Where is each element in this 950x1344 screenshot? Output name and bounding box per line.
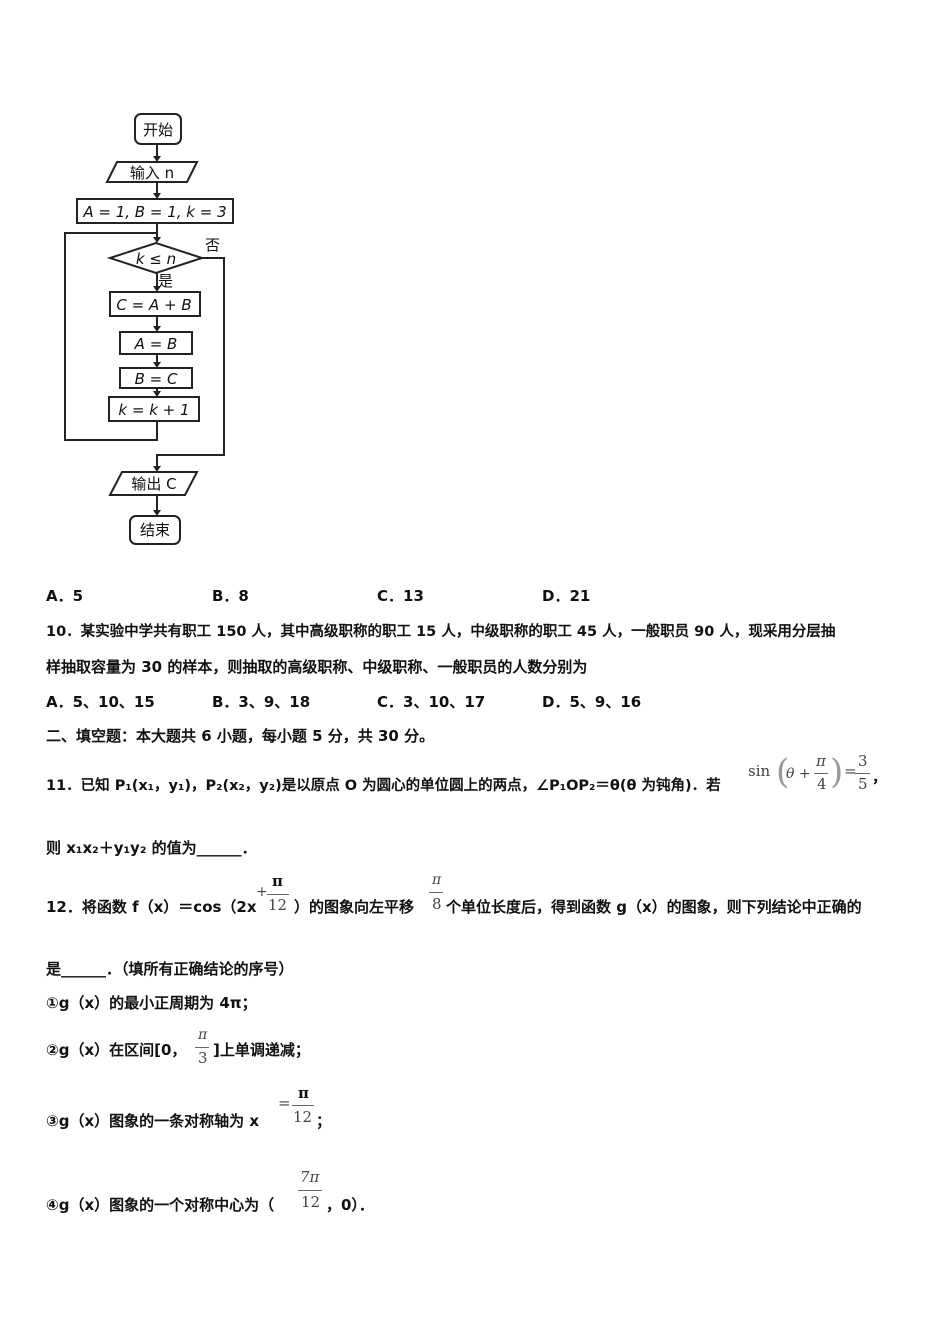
q12-suffix: 个单位长度后，得到函数 g（x）的图象，则下列结论中正确的 bbox=[446, 898, 862, 916]
step1-node bbox=[109, 291, 201, 317]
q10-option-b: B．3、9、18 bbox=[212, 693, 311, 711]
q11-line2: 则 x₁x₂＋y₁y₂ 的值为______． bbox=[46, 839, 257, 857]
q11-paren-open: ( bbox=[776, 752, 790, 792]
start-label: 开始 bbox=[143, 121, 173, 139]
q11-four: 4 bbox=[817, 775, 827, 793]
q11-theta-plus: θ + bbox=[786, 766, 811, 782]
q12-s4-pre: ④g（x）图象的一个对称中心为（ bbox=[46, 1196, 275, 1214]
q12-s3-twelve: 12 bbox=[293, 1108, 313, 1126]
section-heading: 二、填空题：本大题共 6 小题，每小题 5 分，共 30 分。 bbox=[46, 727, 435, 745]
q12-s3-post: ； bbox=[316, 1112, 332, 1130]
q12-s3-pre: ③g（x）图象的一条对称轴为 x bbox=[46, 1112, 260, 1130]
q12-statement-1: ①g（x）的最小正周期为 4π； bbox=[46, 994, 257, 1012]
q11-pi: π bbox=[816, 752, 826, 770]
q11-five: 5 bbox=[858, 775, 868, 793]
q10-line2: 样抽取容量为 30 的样本，则抽取的高级职称、中级职称、一般职员的人数分别为 bbox=[46, 658, 588, 676]
q12-eight: 8 bbox=[432, 895, 442, 913]
q12-statement-3: ③g（x）图象的一条对称轴为 x = π 12 ； bbox=[46, 1084, 446, 1134]
q12-s3-frac-line bbox=[292, 1105, 314, 1106]
step3-label: B = C bbox=[135, 370, 178, 388]
q12-s2-post: ]上单调递减； bbox=[213, 1041, 310, 1059]
q10-line1: 10．某实验中学共有职工 150 人，其中高级职称的职工 15 人，中级职称的职… bbox=[46, 624, 836, 640]
output-node bbox=[108, 471, 199, 496]
q12-s4-post: ，0）． bbox=[326, 1196, 374, 1214]
q11-sin: sin bbox=[748, 762, 771, 780]
q12-line1: 12．将函数 f（x）＝cos（2x + π 12 ）的图象向左平移 π 8 个… bbox=[46, 870, 916, 920]
no-label: 否 bbox=[205, 236, 220, 254]
q11-line1: 11．已知 P₁(x₁，y₁)，P₂(x₂，y₂)是以原点 O 为圆心的单位圆上… bbox=[46, 778, 721, 794]
q12-pi: π bbox=[272, 872, 283, 890]
step4-label: k = k + 1 bbox=[118, 401, 189, 419]
q11-comma: ， bbox=[872, 768, 888, 786]
output-label: 输出 C bbox=[131, 475, 176, 493]
q12-frac-line2 bbox=[429, 892, 443, 893]
q12-statement-4: ④g（x）图象的一个对称中心为（ 7π 12 ，0）． bbox=[46, 1166, 446, 1216]
end-label: 结束 bbox=[140, 521, 170, 539]
q10-option-d: D．5、9、16 bbox=[542, 693, 642, 711]
input-label: 输入 n bbox=[130, 164, 174, 182]
q12-s2-frac-line bbox=[195, 1047, 209, 1048]
q12-line2: 是______．（填所有正确结论的序号） bbox=[46, 960, 294, 978]
q12-prefix: 12．将函数 f（x）＝cos（2x bbox=[46, 898, 257, 916]
q9-option-d: D．21 bbox=[542, 587, 591, 605]
q12-pi2: π bbox=[432, 872, 442, 888]
q12-s2-pre: ②g（x）在区间[0， bbox=[46, 1041, 187, 1059]
q9-option-a: A．5 bbox=[46, 587, 84, 605]
q12-s4-frac-line bbox=[298, 1190, 322, 1191]
init-label: A = 1, B = 1, k = 3 bbox=[82, 203, 226, 221]
q12-twelve: 12 bbox=[268, 896, 288, 914]
end-node bbox=[129, 515, 181, 545]
step2-label: A = B bbox=[134, 335, 178, 353]
q12-s3-eq: = bbox=[278, 1094, 291, 1112]
step1-label: C = A + B bbox=[116, 296, 191, 314]
init-node bbox=[76, 198, 234, 224]
q12-plus: + bbox=[256, 884, 268, 900]
q9-option-b: B．8 bbox=[212, 587, 249, 605]
q12-s2-three: 3 bbox=[198, 1049, 208, 1067]
q11-eq: = bbox=[844, 762, 857, 780]
q12-s4-den: 12 bbox=[301, 1193, 321, 1211]
step4-node bbox=[108, 396, 200, 422]
q11-paren-close: ) bbox=[830, 752, 844, 792]
q10-option-c: C．3、10、17 bbox=[377, 693, 486, 711]
q11-frac-line2 bbox=[855, 773, 870, 774]
q12-statement-2: ②g（x）在区间[0， π 3 ]上单调递减； bbox=[46, 1027, 446, 1071]
q11-frac-line1 bbox=[814, 773, 828, 774]
condition-label: k ≤ n bbox=[136, 250, 176, 268]
q9-option-c: C．13 bbox=[377, 587, 424, 605]
flowchart: 开始 输入 n A = 1, B = 1, k = 3 k ≤ n 否 是 C … bbox=[64, 113, 234, 545]
q12-s2-pi: π bbox=[198, 1027, 208, 1043]
yes-label: 是 bbox=[158, 272, 173, 290]
q12-frac-line bbox=[267, 894, 289, 895]
q10-option-a: A．5、10、15 bbox=[46, 693, 155, 711]
input-node bbox=[105, 161, 199, 183]
q11-three: 3 bbox=[858, 752, 868, 770]
q12-mid: ）的图象向左平移 bbox=[294, 898, 415, 916]
q12-s3-pi: π bbox=[298, 1084, 309, 1102]
q12-s4-num: 7π bbox=[300, 1168, 320, 1186]
